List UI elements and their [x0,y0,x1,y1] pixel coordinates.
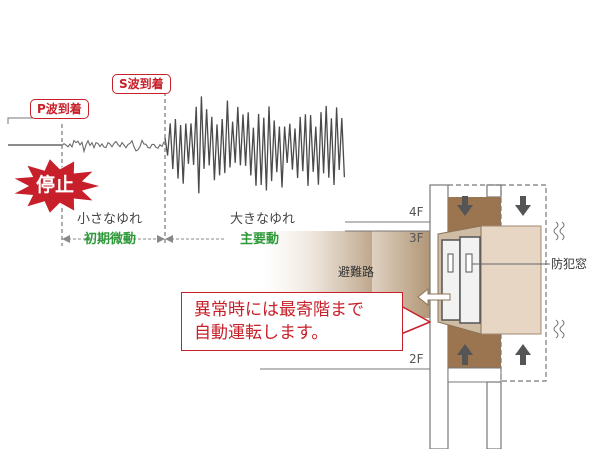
initial-tremor-timeline [62,235,165,243]
s-wave-arrival-label: S波到着 [112,74,171,94]
floor-label-4f: 4F [409,205,424,219]
arrow-down-icon [457,196,473,216]
p-wave-arrival-label: P波到着 [30,99,89,119]
arrow-left-icon [417,287,451,307]
main-tremor-label: 主要動 [240,232,280,247]
callout-line-2: 自動運転します。 [194,323,329,343]
arrow-up-icon [515,344,531,365]
anti-crime-window-label: 防犯窓 [551,257,588,271]
seismic-waveform-icon [8,96,346,194]
auto-landing-callout: 異常時には最寄階まで 自動運転します。 [181,292,403,351]
evacuation-route-label: 避難路 [338,265,375,279]
stop-label: 停止 [36,174,75,196]
starburst-icon [11,157,103,215]
arrow-down-icon [515,196,531,216]
arrow-up-icon [457,344,473,365]
vibration-icon [553,221,565,241]
floor-label-3f: 3F [409,231,424,245]
big-shake-label: 大きなゆれ [230,212,296,227]
elevator-car [437,225,542,335]
floor-label-2f: 2F [409,352,424,366]
initial-tremor-label: 初期微動 [84,232,137,247]
callout-line-1: 異常時には最寄階まで [194,300,364,320]
small-shake-label: 小さなゆれ [77,212,143,227]
vibration-icon [553,319,565,339]
